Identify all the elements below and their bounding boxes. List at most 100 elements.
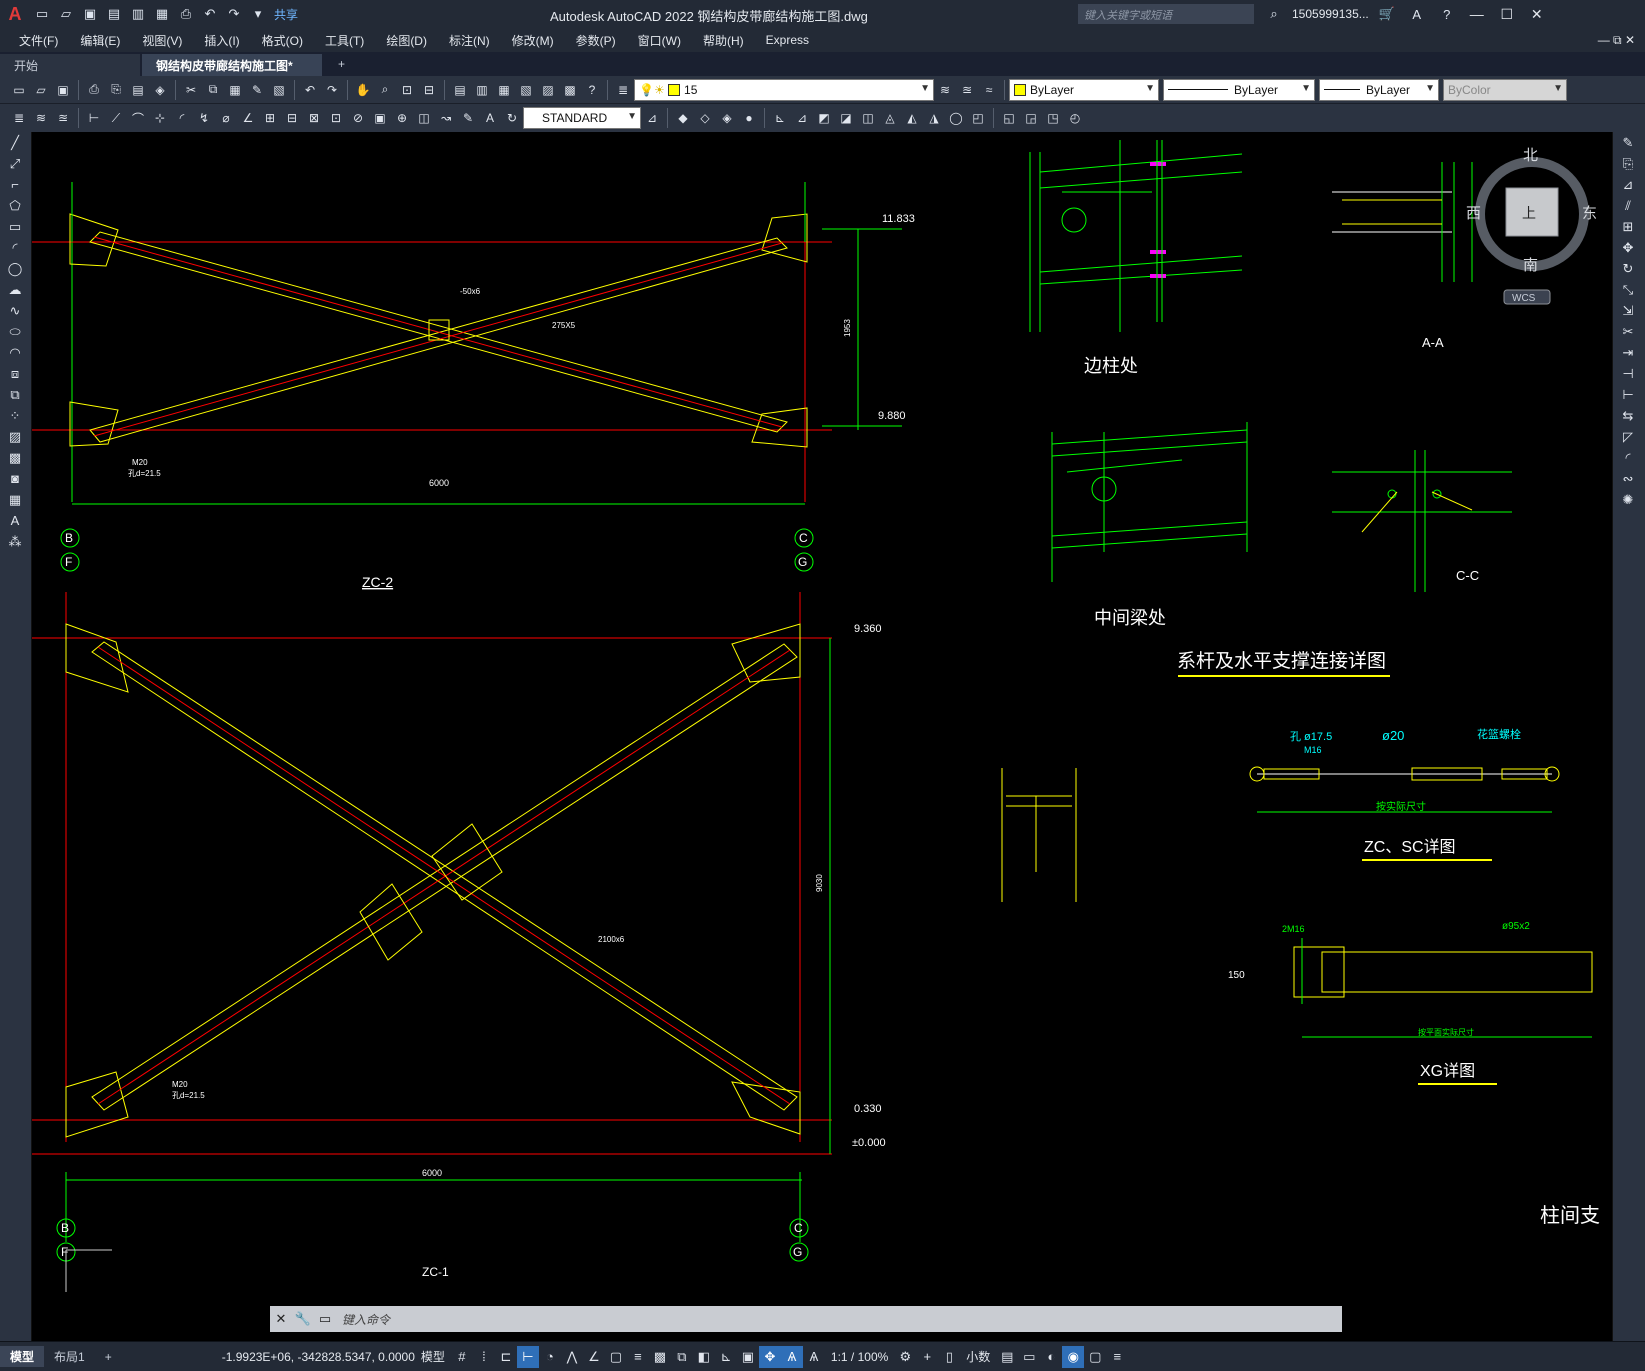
autodesk-icon[interactable]: A bbox=[1412, 6, 1422, 22]
menu-window[interactable]: 窗口(W) bbox=[637, 33, 681, 48]
ellipse-icon[interactable]: ⬭ bbox=[9, 323, 21, 339]
layer-walk-icon[interactable]: ≋ bbox=[35, 111, 47, 125]
move-icon[interactable]: ✥ bbox=[1622, 239, 1634, 255]
save-icon[interactable]: ▣ bbox=[83, 6, 97, 21]
break-icon[interactable]: ⊢ bbox=[1622, 386, 1634, 402]
3d-osnap-icon[interactable]: ◧ bbox=[697, 1348, 711, 1364]
3d-wedge-icon[interactable]: ◇ bbox=[700, 111, 710, 125]
layout-tab-add[interactable]: + bbox=[104, 1349, 112, 1364]
copy-object-icon[interactable]: ⎘ bbox=[1622, 155, 1634, 171]
polygon-icon[interactable]: ⬠ bbox=[9, 197, 21, 213]
ellipse-arc-icon[interactable]: ◠ bbox=[9, 344, 21, 360]
erase-icon[interactable]: ✎ bbox=[1622, 134, 1634, 150]
tab-start[interactable]: 开始 bbox=[0, 54, 140, 76]
menu-parametric[interactable]: 参数(P) bbox=[575, 33, 616, 48]
open-icon[interactable]: ▱ bbox=[36, 82, 46, 97]
dim-update-icon[interactable]: ↻ bbox=[506, 111, 518, 125]
lights-icon[interactable]: ◳ bbox=[1047, 111, 1059, 125]
new-icon[interactable]: ▭ bbox=[13, 82, 25, 97]
zoom-previous-icon[interactable]: ⊟ bbox=[423, 82, 435, 97]
share-button[interactable]: 共享 bbox=[274, 7, 299, 22]
help-icon[interactable]: ? bbox=[1443, 6, 1451, 22]
construction-line-icon[interactable]: ⤢ bbox=[9, 155, 21, 171]
3d-sphere-icon[interactable]: ● bbox=[745, 111, 753, 125]
revision-cloud-icon[interactable]: ☁ bbox=[8, 281, 22, 297]
maximize-button[interactable]: ☐ bbox=[1500, 5, 1514, 22]
units-value[interactable]: 小数 bbox=[966, 1350, 991, 1364]
cut-icon[interactable]: ✂ bbox=[185, 82, 197, 97]
polar-icon[interactable]: ◔ bbox=[545, 1349, 554, 1364]
extend-icon[interactable]: ⇥ bbox=[1622, 344, 1634, 360]
redo-icon[interactable]: ↷ bbox=[326, 82, 338, 97]
annotation-monitor-icon[interactable]: + bbox=[923, 1349, 932, 1364]
trim-icon[interactable]: ✂ bbox=[1622, 323, 1634, 339]
isodraft-icon[interactable]: ⋀ bbox=[566, 1348, 578, 1364]
radius-icon[interactable]: ◜ bbox=[179, 111, 185, 125]
dynamic-ucs-icon[interactable]: ⊾ bbox=[720, 1348, 732, 1364]
menu-insert[interactable]: 插入(I) bbox=[204, 33, 240, 48]
design-center-icon[interactable]: ▥ bbox=[476, 82, 488, 97]
layout-tab-layout1[interactable]: 布局1 bbox=[54, 1350, 85, 1364]
center-mark-icon[interactable]: ⊕ bbox=[396, 111, 408, 125]
aligned-dimension-icon[interactable]: ⟋ bbox=[111, 110, 121, 125]
linetype-dropdown[interactable]: ByLayer▼ bbox=[1163, 78, 1315, 101]
model-space-toggle[interactable]: 模型 bbox=[420, 1350, 445, 1364]
layer-previous-icon[interactable]: ≊ bbox=[961, 82, 973, 97]
baseline-icon[interactable]: ⊟ bbox=[286, 111, 298, 125]
viewcube-south[interactable]: 南 bbox=[1523, 257, 1538, 274]
doc-window-controls[interactable]: — ⧉ ✕ bbox=[1597, 32, 1635, 47]
dim-text-edit-icon[interactable]: A bbox=[485, 111, 494, 125]
object-snap-icon[interactable]: ▢ bbox=[609, 1348, 623, 1364]
lock-ui-icon[interactable]: ▭ bbox=[1023, 1348, 1036, 1364]
ucs-y-icon[interactable]: ◰ bbox=[972, 111, 984, 125]
rectangle-icon[interactable]: ▭ bbox=[8, 218, 22, 234]
command-history-icon[interactable]: ▭ bbox=[318, 1311, 332, 1326]
viewcube[interactable]: 上 北 南 西 东 WCS bbox=[1466, 147, 1597, 305]
customize-dropdown-icon[interactable]: ▾ bbox=[254, 6, 262, 21]
command-settings-icon[interactable]: 🔧 bbox=[294, 1311, 312, 1326]
viewcube-west[interactable]: 西 bbox=[1466, 205, 1481, 222]
zoom-window-icon[interactable]: ⊡ bbox=[401, 82, 413, 97]
table-icon[interactable]: ▦ bbox=[8, 491, 22, 507]
diameter-icon[interactable]: ⌀ bbox=[222, 111, 230, 125]
menu-modify[interactable]: 修改(M) bbox=[511, 33, 554, 48]
hatch-icon[interactable]: ▨ bbox=[8, 428, 22, 444]
web-mobile-icon[interactable]: ▥ bbox=[131, 6, 145, 21]
minimize-button[interactable]: — bbox=[1469, 6, 1484, 22]
3d-cone-icon[interactable]: ◈ bbox=[722, 111, 732, 125]
ucs-view-icon[interactable]: ◫ bbox=[862, 111, 874, 125]
plot-icon[interactable]: ⎙ bbox=[89, 82, 99, 96]
materials-icon[interactable]: ◲ bbox=[1025, 111, 1037, 125]
tolerance-icon[interactable]: ▣ bbox=[374, 111, 386, 125]
graphics-performance-icon[interactable]: ◉ bbox=[1062, 1345, 1085, 1368]
selection-filter-icon[interactable]: ▣ bbox=[741, 1348, 755, 1364]
command-input[interactable]: 键入命令 bbox=[342, 1312, 391, 1327]
jogged-icon[interactable]: ↯ bbox=[198, 111, 210, 125]
layer-icon[interactable]: ≣ bbox=[13, 111, 25, 125]
menu-help[interactable]: 帮助(H) bbox=[702, 33, 744, 48]
infer-constraints-icon[interactable]: ⊏ bbox=[500, 1348, 512, 1364]
paste-icon[interactable]: ▦ bbox=[229, 82, 241, 97]
ordinate-icon[interactable]: ⊹ bbox=[154, 111, 166, 125]
quick-dim-icon[interactable]: ⊞ bbox=[264, 111, 276, 125]
pan-icon[interactable]: ✋ bbox=[355, 82, 371, 97]
color-dropdown[interactable]: ByLayer▼ bbox=[1009, 78, 1159, 101]
region-icon[interactable]: ◙ bbox=[11, 471, 19, 486]
ucs-object-icon[interactable]: ◩ bbox=[818, 111, 830, 125]
properties-icon[interactable]: ▤ bbox=[454, 82, 466, 97]
dim-style-icon[interactable]: ⊿ bbox=[646, 111, 658, 125]
menu-dimension[interactable]: 标注(N) bbox=[448, 33, 490, 48]
units-icon[interactable]: ▯ bbox=[945, 1348, 953, 1364]
offset-icon[interactable]: ⫽ bbox=[1625, 197, 1631, 213]
gradient-icon[interactable]: ▩ bbox=[8, 449, 22, 465]
gizmo-icon[interactable]: ✥ bbox=[758, 1345, 781, 1368]
block-editor-icon[interactable]: ▧ bbox=[273, 82, 285, 97]
menu-draw[interactable]: 绘图(D) bbox=[386, 33, 427, 48]
save-as-icon[interactable]: ▤ bbox=[107, 6, 121, 21]
markup-icon[interactable]: ▨ bbox=[542, 82, 554, 97]
blend-icon[interactable]: ∾ bbox=[1622, 470, 1634, 486]
drawing-canvas[interactable]: 11.833 9.880 1953 6000 M20 孔d=21.5 275X5… bbox=[32, 132, 1612, 1344]
workspace-icon[interactable]: ⚙ bbox=[899, 1348, 912, 1364]
linear-dimension-icon[interactable]: ⊢ bbox=[88, 111, 100, 125]
undo-icon[interactable]: ↶ bbox=[304, 82, 316, 97]
